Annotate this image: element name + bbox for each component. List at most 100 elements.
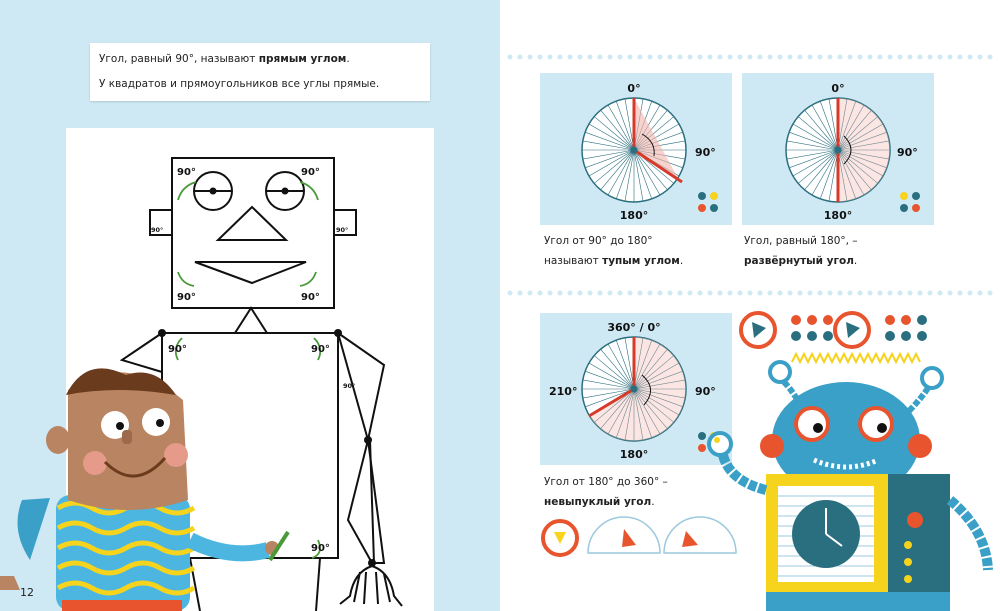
dial-spoke xyxy=(607,343,635,390)
dial-spoke xyxy=(789,149,839,169)
dial-spoke xyxy=(837,149,890,160)
dial-spoke xyxy=(837,101,857,151)
dial1-label-bottom: 180° xyxy=(620,209,648,222)
dial-spoke xyxy=(600,388,635,430)
dial-spoke xyxy=(837,149,857,199)
dial-spoke xyxy=(588,149,635,177)
dial-spoke xyxy=(819,149,839,199)
dial-spoke xyxy=(633,149,653,199)
dial-spoke xyxy=(585,370,635,390)
right-angle-term: прямым углом xyxy=(258,53,347,65)
dial3-label-right: 90° xyxy=(695,385,716,398)
dial-spoke xyxy=(811,149,839,196)
mouth-triangle xyxy=(194,261,307,285)
dial-spoke xyxy=(633,388,644,441)
angle-label: 90° xyxy=(301,167,320,178)
dial-spoke xyxy=(633,388,686,399)
dial-spoke xyxy=(633,337,644,390)
dial-spoke xyxy=(828,98,839,151)
dotted-separator-middle xyxy=(507,290,993,296)
dial-spoke xyxy=(837,149,865,196)
dial-spoke xyxy=(786,140,839,151)
dial-spoke xyxy=(585,388,635,408)
dial-spoke xyxy=(633,149,661,196)
angle-label: 90° xyxy=(177,167,196,178)
dial-spoke xyxy=(797,149,839,184)
straight-angle-term: развёрнутый угол xyxy=(744,255,854,267)
note-line-2: У квадратов и прямоугольников все углы п… xyxy=(99,78,380,90)
dial-spoke xyxy=(633,388,661,435)
small-angle-label: 90° xyxy=(336,226,348,234)
dial-spoke xyxy=(633,340,653,390)
dial-spoke xyxy=(582,149,635,160)
dial-spoke xyxy=(797,116,839,151)
dial-spoke xyxy=(615,340,635,390)
dial3-label-left: 210° xyxy=(549,385,577,398)
dial-spoke xyxy=(607,104,635,151)
angle-label: 90° xyxy=(301,292,320,303)
angle-icons-row xyxy=(541,516,737,557)
dial-spoke xyxy=(837,116,879,151)
dial-spoke xyxy=(792,123,839,151)
right-page-graphics: 0° 90° 180° 0° 90° 180° 360° / 0° 210° 9… xyxy=(507,54,993,611)
right-ear xyxy=(333,209,357,236)
dial-spoke xyxy=(588,123,635,151)
dial-spoke xyxy=(600,109,635,151)
note-line-1: Угол, равный 90°, называют прямым углом. xyxy=(99,53,350,65)
dial-spoke xyxy=(837,149,872,191)
angle-label: 90° xyxy=(311,543,330,554)
dial-spoke xyxy=(615,388,635,438)
dial-spoke xyxy=(633,388,668,430)
dial-spoke xyxy=(828,149,839,202)
dial-spoke xyxy=(633,149,668,191)
dial-spoke xyxy=(837,149,887,169)
page-number: 12 xyxy=(20,586,34,599)
dial-spoke xyxy=(837,98,848,151)
right-angle-note: Угол, равный 90°, называют прямым углом.… xyxy=(90,43,430,101)
dial-spoke xyxy=(593,116,635,151)
straight-angle-dial xyxy=(785,97,891,203)
dial-spoke xyxy=(819,101,839,151)
reflex-angle-dial xyxy=(581,336,687,442)
dial-spoke xyxy=(633,348,668,390)
dial-spoke xyxy=(837,131,887,151)
dial1-label-top: 0° xyxy=(627,82,640,95)
dial-spoke xyxy=(593,355,635,390)
dial-spoke xyxy=(633,379,686,390)
dial-spoke xyxy=(633,362,680,390)
dial-spoke xyxy=(789,131,839,151)
obtuse-angle-caption: Угол от 90° до 180° называют тупым углом… xyxy=(544,235,684,267)
dial-spoke xyxy=(633,149,644,202)
reflex-angle-term: невыпуклый угол xyxy=(544,496,652,508)
small-angle-label: 90° xyxy=(151,226,163,234)
dial-spoke xyxy=(804,149,839,191)
dial-spoke xyxy=(837,149,879,184)
dial-spoke xyxy=(615,149,635,199)
dial-spoke xyxy=(582,140,635,151)
dial-spoke xyxy=(837,149,884,177)
dial-spoke xyxy=(804,109,839,151)
dial-spoke xyxy=(585,149,635,169)
dial-spoke xyxy=(786,149,839,160)
dial-spoke xyxy=(607,149,635,196)
dial-spoke xyxy=(600,348,635,390)
dial-spoke xyxy=(607,388,635,435)
dial-spoke xyxy=(811,104,839,151)
right-page: 0° 90° 180° 0° 90° 180° 360° / 0° 210° 9… xyxy=(500,0,1000,611)
dial-spoke xyxy=(582,379,635,390)
dial-spoke xyxy=(837,123,884,151)
robot-line-drawing: 90° 90° 90° 90° 90° 90° 90° 90° 90° 90° xyxy=(0,157,403,611)
dial-spoke xyxy=(633,370,683,390)
dial-spoke xyxy=(600,149,635,191)
dial-spoke xyxy=(624,388,635,441)
straight-angle-caption: Угол, равный 180°, – развёрнутый угол. xyxy=(744,235,858,267)
left-ear xyxy=(149,209,173,236)
dial-spoke xyxy=(624,149,635,202)
dial-spoke xyxy=(837,140,890,151)
small-angle-label: 90° xyxy=(343,382,355,390)
dial-spoke xyxy=(633,388,683,408)
left-page: Угол, равный 90°, называют прямым углом.… xyxy=(0,0,500,611)
dial2-label-bottom: 180° xyxy=(824,209,852,222)
dial-spoke xyxy=(837,109,872,151)
dial-spoke xyxy=(633,355,675,390)
